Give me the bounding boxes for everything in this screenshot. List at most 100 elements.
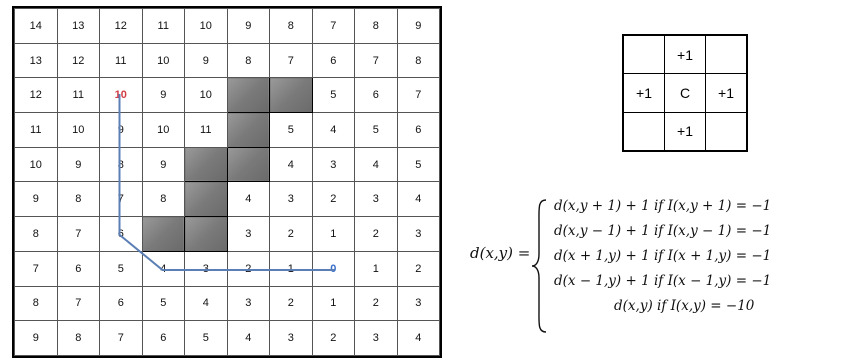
grid-cell: 10: [184, 8, 228, 44]
kernel-center-cell: C: [664, 73, 706, 113]
grid-cell: 2: [269, 285, 313, 322]
distance-formula: d(x,y) = d(x,y + 1) + 1 if I(x,y + 1) = …: [470, 196, 856, 336]
grid-cell: 12: [56, 42, 100, 79]
grid-cell: 9: [99, 112, 143, 148]
grid-cell: 2: [354, 216, 398, 252]
wall-cell: [141, 216, 185, 252]
grid-cell: 9: [184, 42, 228, 79]
grid-cell: 2: [311, 181, 355, 218]
wall-cell: [184, 216, 228, 252]
grid-cell: 1: [311, 216, 355, 252]
grid-cell: 7: [396, 77, 440, 114]
grid-cell: 7: [14, 250, 58, 287]
grid-cell: 5: [184, 320, 228, 356]
grid-cell: 8: [56, 181, 100, 218]
left-brace: [531, 199, 547, 333]
grid-cell: 7: [269, 42, 313, 79]
grid-cell: 7: [311, 8, 355, 44]
goal-cell: 0: [311, 250, 355, 287]
kernel-cell: +1: [623, 73, 665, 113]
grid-cell: 9: [396, 8, 440, 44]
grid-cell: 10: [141, 112, 185, 148]
grid-cell: 8: [396, 42, 440, 79]
grid-cell: 3: [226, 285, 270, 322]
grid-cell: 2: [396, 250, 440, 287]
grid-cell: 2: [226, 250, 270, 287]
grid-cell: 8: [269, 8, 313, 44]
formula-lhs: d(x,y) =: [470, 244, 531, 262]
grid-cell: 9: [14, 181, 58, 218]
grid-cell: 11: [56, 77, 100, 114]
formula-case-2: d(x,y − 1) + 1 if I(x,y − 1) = −1: [554, 223, 772, 239]
grid-cell: 3: [311, 146, 355, 183]
grid-cell: 5: [99, 250, 143, 287]
grid-cell: 3: [354, 320, 398, 356]
grid-cell: 4: [184, 285, 228, 322]
grid-cell: 2: [269, 216, 313, 252]
grid-cell: 4: [226, 320, 270, 356]
grid-cell: 3: [396, 216, 440, 252]
grid-cell: 3: [354, 181, 398, 218]
kernel-cell: [623, 34, 665, 75]
grid-cell: 3: [396, 285, 440, 322]
grid-cell: 10: [56, 112, 100, 148]
grid-cell: 3: [226, 216, 270, 252]
wall-cell: [226, 112, 270, 148]
grid-cell: 10: [14, 146, 58, 183]
grid-cell: 7: [99, 181, 143, 218]
grid-cell: 5: [354, 112, 398, 148]
wall-cell: [184, 146, 228, 183]
grid-cell: 6: [99, 285, 143, 322]
grid-cell: 8: [99, 146, 143, 183]
grid-cell: 1: [311, 285, 355, 322]
grid-cell: 10: [141, 42, 185, 79]
grid-cell: 6: [56, 250, 100, 287]
grid-cell: 6: [311, 42, 355, 79]
grid-cell: 9: [14, 320, 58, 356]
formula-case-3: d(x + 1,y) + 1 if I(x + 1,y) = −1: [554, 248, 772, 264]
formula-case-1: d(x,y + 1) + 1 if I(x,y + 1) = −1: [554, 198, 772, 214]
grid-cell: 4: [396, 320, 440, 356]
grid-cell: 13: [14, 42, 58, 79]
grid-cell: 6: [396, 112, 440, 148]
grid-cell: 8: [354, 8, 398, 44]
wall-cell: [184, 181, 228, 218]
grid-cell: 1: [269, 250, 313, 287]
grid-cell: 10: [184, 77, 228, 114]
grid-cell: 3: [269, 181, 313, 218]
grid-cell: 2: [311, 320, 355, 356]
grid-cell: 7: [99, 320, 143, 356]
formula-case-5: d(x,y) if I(x,y) = −10: [614, 298, 755, 314]
kernel-row: +1: [623, 111, 747, 152]
wall-cell: [226, 146, 270, 183]
grid-cell: 7: [56, 216, 100, 252]
wall-cell: [269, 77, 313, 114]
grid-cell: 4: [354, 146, 398, 183]
grid-cell: 3: [184, 250, 228, 287]
grid-cell: 11: [141, 8, 185, 44]
grid-cell: 5: [269, 112, 313, 148]
grid-cell: 8: [14, 216, 58, 252]
grid-cell: 5: [311, 77, 355, 114]
grid-cell: 8: [56, 320, 100, 356]
grid-cell: 8: [14, 285, 58, 322]
grid-cell: 2: [354, 285, 398, 322]
grid-cell: 8: [141, 181, 185, 218]
grid-cell: 6: [354, 77, 398, 114]
grid-cell: 12: [14, 77, 58, 114]
